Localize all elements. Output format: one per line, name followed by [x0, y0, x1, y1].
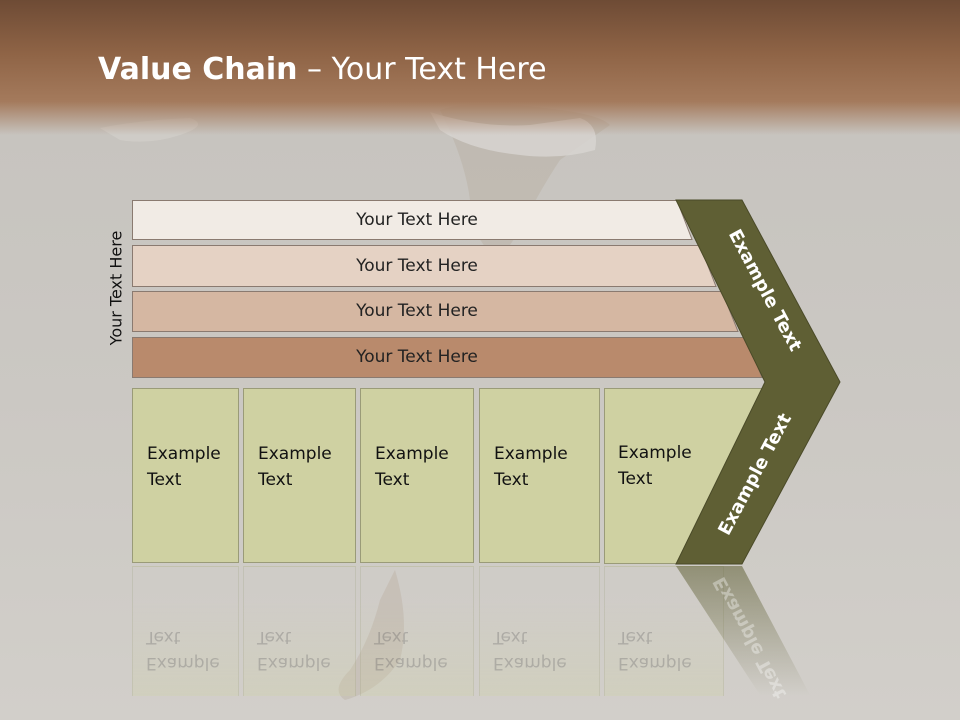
bar-3[interactable]: Your Text Here: [132, 291, 740, 332]
chevron-arrow[interactable]: Example Text Example Text Example Text: [660, 195, 860, 705]
bar-3-label: Your Text Here: [356, 301, 478, 321]
bar-1[interactable]: Your Text Here: [132, 200, 694, 240]
title-rest: – Your Text Here: [297, 52, 547, 87]
title-band: [0, 0, 960, 135]
bar-1-label: Your Text Here: [356, 210, 478, 230]
slide-title: Value Chain – Your Text Here: [98, 52, 547, 87]
bar-4-label: Your Text Here: [356, 347, 478, 367]
bar-4[interactable]: Your Text Here: [132, 337, 764, 378]
title-bold: Value Chain: [98, 52, 298, 87]
bar-2[interactable]: Your Text Here: [132, 245, 718, 287]
bar-2-label: Your Text Here: [356, 256, 478, 276]
side-label: Your Text Here: [106, 230, 126, 346]
